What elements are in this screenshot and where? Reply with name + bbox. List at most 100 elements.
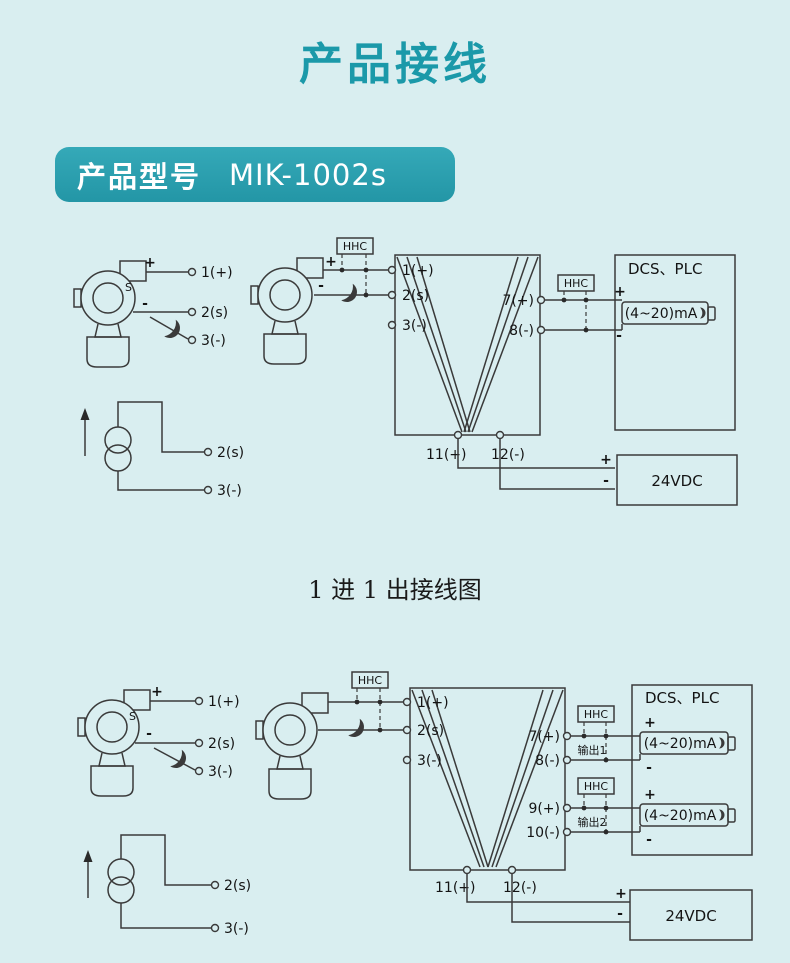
power-wires: [466, 873, 630, 923]
shield-arc-icon: [170, 749, 190, 772]
module-terminal-9: 9(+): [528, 801, 560, 817]
dcs-plc-label: DCS、PLC: [645, 689, 719, 707]
polarity-minus: -: [616, 328, 622, 344]
terminal-circle: [387, 320, 397, 330]
source-terminal-3: 3(-): [224, 921, 249, 937]
terminal-circle: [507, 865, 517, 875]
power-label: 24VDC: [651, 472, 702, 490]
dcs-box: [614, 254, 736, 431]
polarity-plus: +: [325, 254, 337, 270]
polarity-minus: -: [603, 473, 609, 489]
terminal-circle: [194, 696, 204, 706]
badge-model-value: MIK-1002s: [229, 157, 387, 192]
module-terminal-11: 11(+): [435, 880, 475, 896]
module-terminal-1: 1(+): [402, 263, 434, 279]
module-input-wires: [314, 269, 389, 296]
module-terminal-7: 7(+): [528, 729, 560, 745]
terminal-circle: [187, 267, 197, 277]
hhc-label: HHC: [564, 277, 589, 290]
s-terminal-label: S: [129, 710, 136, 723]
dcs-plc-label: DCS、PLC: [628, 260, 702, 278]
shield-arc-icon: [700, 307, 706, 319]
terminal-label-2: 2(s): [208, 736, 235, 752]
current-source-icon: [80, 408, 132, 472]
current-source-wires: [120, 834, 211, 929]
source-terminal-2s: 2(s): [224, 878, 251, 894]
hhc-label: HHC: [584, 780, 609, 793]
hhc-probe-leads: [581, 722, 609, 763]
terminal-circle: [536, 325, 546, 335]
diagram1-caption: 1 进 1 出接线图: [308, 576, 482, 604]
terminal-label-3: 3(-): [208, 764, 233, 780]
module-terminal-7: 7(+): [502, 293, 534, 309]
terminal-circle: [453, 430, 463, 440]
isolator-module: 1(+) 2(s) 3(-) 11(+) 12(-) 7(+) 8(-) 9(+…: [402, 687, 572, 896]
polarity-minus: -: [646, 760, 652, 776]
module-terminal-8: 8(-): [509, 323, 534, 339]
terminal-circle: [562, 731, 572, 741]
terminal-circle: [187, 335, 197, 345]
hhc-box: [351, 671, 389, 689]
power-wires: [457, 438, 615, 490]
module-terminal-2: 2(s): [417, 723, 444, 739]
hhc-label: HHC: [358, 674, 383, 687]
power-supply-box: 24VDC: [629, 889, 753, 941]
ma-receiver-icon: (4~20)mA: [639, 803, 736, 827]
terminal-label-1: 1(+): [201, 265, 233, 281]
isolator-module: 1(+) 2(s) 3(-) 11(+) 12(-) 7(+) 8(-): [387, 254, 546, 463]
module-terminal-3: 3(-): [417, 753, 442, 769]
hhc-box: [577, 777, 615, 795]
terminal-circle: [402, 725, 412, 735]
power-box: [616, 454, 738, 506]
output1-label: 输出1: [578, 743, 607, 757]
battery-tab: [727, 736, 736, 751]
power-label: 24VDC: [665, 907, 716, 925]
badge-label: 产品型号: [77, 159, 202, 194]
source-terminal-2s: 2(s): [217, 445, 244, 461]
shield-arc-icon: [719, 737, 725, 749]
output2-label: 输出2: [578, 815, 607, 829]
terminal-circle: [402, 697, 412, 707]
module-box: [394, 254, 541, 436]
power-box: [629, 889, 753, 941]
module-box: [409, 687, 566, 871]
polarity-plus: +: [615, 886, 627, 902]
terminal-circle: [203, 485, 213, 495]
terminal-circle: [187, 307, 197, 317]
terminal-circle: [194, 766, 204, 776]
dcs-box: [631, 684, 753, 856]
hhc-probe-leads: [354, 688, 383, 733]
current-source-icon: [83, 850, 135, 904]
isolator-symbol: [396, 256, 539, 433]
polarity-minus: -: [318, 278, 324, 294]
ma-receiver-icon: (4~20)mA: [621, 301, 716, 325]
polarity-minus: -: [646, 832, 652, 848]
terminal-circle: [387, 265, 397, 275]
battery-tab: [707, 306, 716, 321]
terminal-circle: [562, 803, 572, 813]
hhc-probe-leads: [561, 291, 589, 333]
polarity-minus: -: [146, 726, 152, 742]
output-wires: [545, 299, 623, 331]
module-terminal-1: 1(+): [417, 695, 449, 711]
polarity-plus: +: [644, 787, 656, 803]
wiring-diagram-1-in-1-out: + S - 1(+) 2(s) 3(-) 2(s) 3(-) + -: [73, 237, 738, 506]
product-model-badge: 产品型号 MIK-1002s: [55, 147, 455, 202]
terminal-circle: [194, 738, 204, 748]
shield-arc-icon: [164, 319, 184, 342]
polarity-minus: -: [142, 296, 148, 312]
terminal-circle: [210, 880, 220, 890]
ma-receiver-icon: (4~20)mA: [639, 731, 736, 755]
power-supply-box: 24VDC: [616, 454, 738, 506]
polarity-plus: +: [644, 715, 656, 731]
isolator-symbol: [411, 689, 564, 868]
hhc-box: [577, 705, 615, 723]
hhc-label: HHC: [343, 240, 368, 253]
s-terminal-label: S: [125, 281, 132, 294]
module-terminal-3: 3(-): [402, 318, 427, 334]
terminal-circle: [462, 865, 472, 875]
terminal-circle: [495, 430, 505, 440]
battery-tab: [727, 808, 736, 823]
terminal-label-1: 1(+): [208, 694, 240, 710]
terminal-circle: [536, 295, 546, 305]
